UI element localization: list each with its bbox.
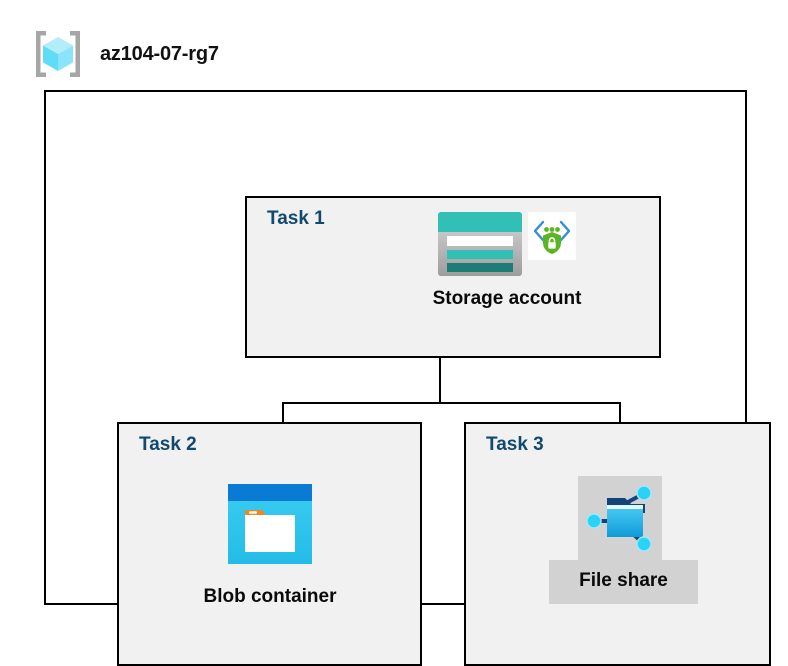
task-1-panel: Task 1: [245, 196, 661, 358]
blob-container-icon: [228, 484, 312, 564]
blob-container-node[interactable]: Blob container: [135, 484, 405, 608]
task-3-label: Task 3: [486, 434, 544, 455]
file-share-icon-plate: [577, 476, 662, 560]
task-2-panel: Task 2: [117, 422, 422, 666]
resource-group-header: az104-07-rg7: [30, 28, 219, 80]
file-share-caption-plate: File share: [549, 560, 698, 604]
blob-container-caption: Blob container: [203, 586, 337, 607]
storage-account-icon: [438, 212, 522, 276]
blob-container-icon-group: [228, 484, 312, 564]
storage-account-node[interactable]: Storage account: [342, 212, 672, 310]
file-share-node[interactable]: File share: [512, 476, 727, 604]
task-1-label: Task 1: [267, 208, 325, 229]
connector-storage-trunk: [439, 318, 441, 404]
file-share-caption: File share: [579, 570, 668, 591]
connector-horizontal-branch: [282, 402, 621, 404]
resource-group-container: Task 1: [44, 90, 771, 666]
resource-group-cube-icon: [30, 28, 86, 80]
task-3-panel: Task 3: [464, 422, 771, 666]
storage-account-icon-group: [438, 212, 576, 276]
storage-account-caption: Storage account: [432, 288, 582, 309]
secured-endpoint-shield-icon: [528, 212, 576, 260]
task-2-label: Task 2: [139, 434, 197, 455]
file-share-folder-icon: [581, 479, 659, 557]
resource-group-title: az104-07-rg7: [100, 42, 219, 65]
